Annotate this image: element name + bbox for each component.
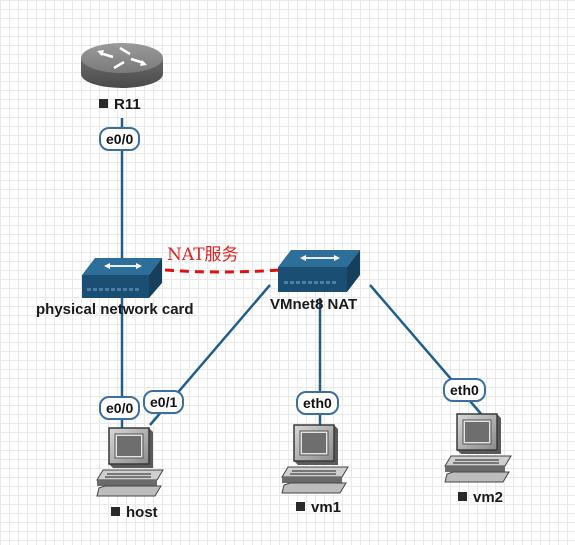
computer-icon[interactable]: [96, 427, 164, 497]
switch-icon[interactable]: [278, 250, 360, 292]
vm2-name: vm2: [473, 489, 504, 506]
interface-label-vm1-eth0: eth0: [296, 391, 339, 415]
computer-icon[interactable]: [281, 424, 349, 494]
router-name: R11: [114, 96, 141, 113]
node-marker-icon: [296, 502, 305, 511]
vmnet8-label: VMnet8 NAT: [270, 296, 358, 313]
nat-service-label: NAT服务: [167, 245, 239, 265]
nat-service-link: [164, 268, 281, 274]
interface-label-vm2-eth0: eth0: [443, 378, 486, 402]
vm1-label: vm1: [296, 499, 341, 517]
router-label: R11: [99, 96, 141, 114]
node-marker-icon: [99, 99, 108, 108]
switch-icon[interactable]: [82, 258, 162, 298]
interface-label-r11-e0-0: e0/0: [99, 127, 141, 151]
router-icon[interactable]: [81, 43, 163, 88]
vm2-label: vm2: [458, 489, 503, 507]
vm1-name: vm1: [311, 499, 342, 516]
interface-label-host-e0-1: e0/1: [143, 390, 185, 414]
node-marker-icon: [458, 492, 467, 501]
node-marker-icon: [111, 507, 120, 516]
host-name: host: [126, 504, 158, 521]
computer-icon[interactable]: [444, 413, 512, 483]
host-label: host: [111, 504, 158, 522]
interface-label-host-e0-0: e0/0: [99, 396, 141, 420]
physical-card-label: physical network card: [36, 301, 194, 318]
